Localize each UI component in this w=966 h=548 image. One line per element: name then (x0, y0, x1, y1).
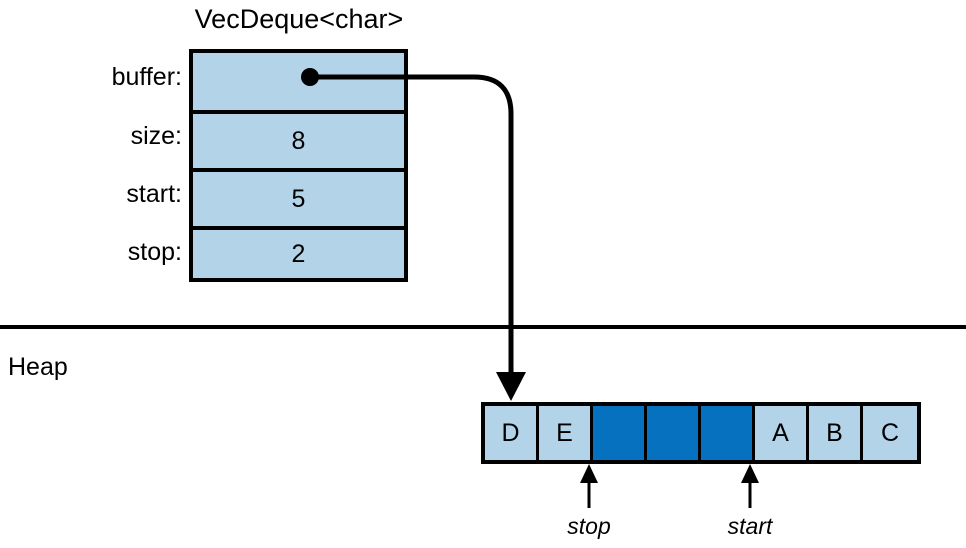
struct-box: 8 5 2 (189, 49, 408, 282)
heap-cell: E (539, 406, 593, 460)
heap-cell: B (809, 406, 863, 460)
struct-field-labels: buffer: size: start: stop: (0, 0, 182, 300)
struct-row-stop: 2 (193, 226, 404, 278)
struct-row-start: 5 (193, 168, 404, 226)
struct-row-size: 8 (193, 110, 404, 168)
heap-cell (593, 406, 647, 460)
heap-cell (647, 406, 701, 460)
field-label-buffer: buffer: (111, 63, 182, 91)
start-marker-arrowhead (741, 464, 759, 483)
stop-marker-label: stop (567, 513, 611, 539)
struct-value-size: 8 (291, 126, 306, 155)
field-label-size: size: (130, 122, 182, 150)
struct-title: VecDeque<char> (194, 4, 404, 34)
struct-row-buffer (193, 53, 404, 110)
field-label-start: start: (126, 180, 182, 208)
heap-cell (701, 406, 755, 460)
struct-value-start: 5 (291, 184, 306, 213)
heap-cell: D (485, 406, 539, 460)
start-marker-label: start (727, 513, 773, 539)
field-label-stop: stop: (127, 238, 182, 266)
stop-marker-arrowhead (580, 464, 598, 483)
heap-divider-line (0, 325, 966, 329)
struct-value-stop: 2 (291, 239, 306, 268)
heap-label: Heap (8, 353, 68, 381)
heap-cell: A (755, 406, 809, 460)
heap-cell: C (863, 406, 917, 460)
buffer-pointer-arrowhead (496, 372, 526, 401)
